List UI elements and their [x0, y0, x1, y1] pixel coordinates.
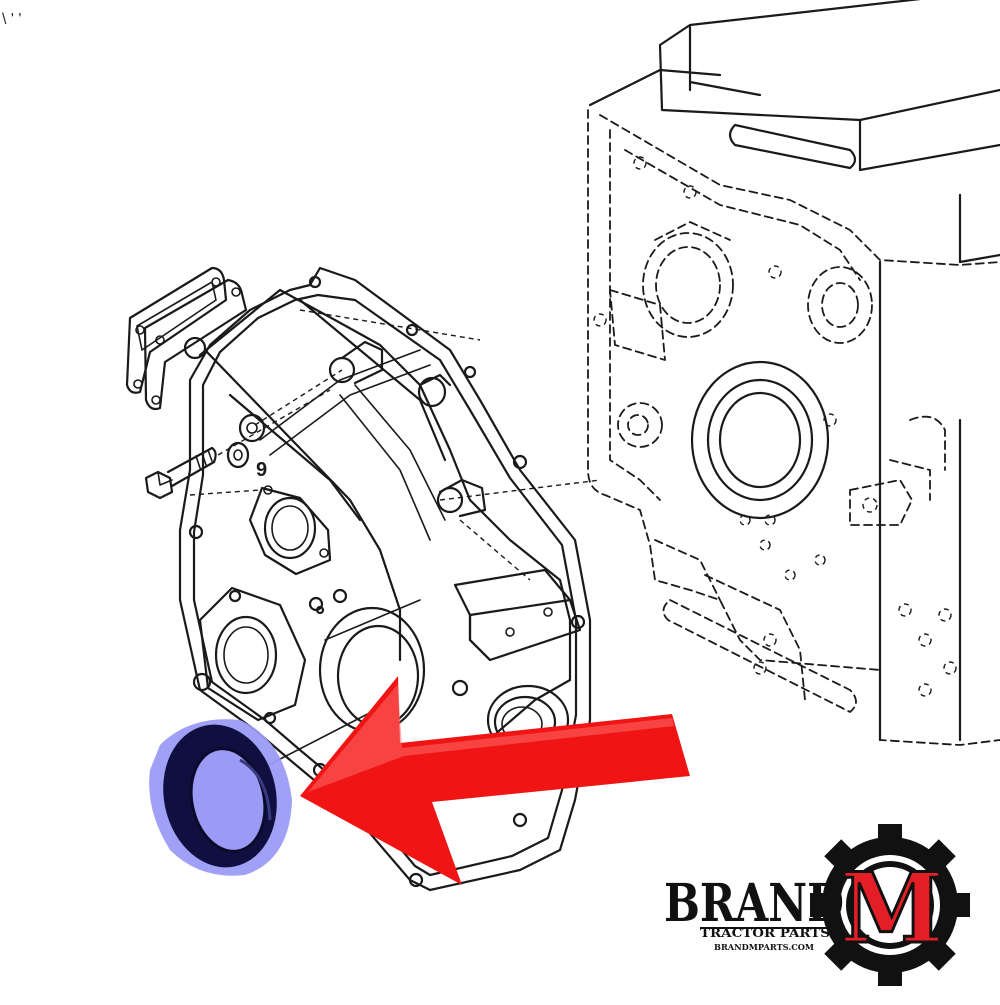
inspection-cover-and-gasket — [125, 266, 248, 411]
arrow-highlight — [308, 684, 674, 792]
bolt-and-washer-assembly: 9 — [144, 389, 331, 500]
gear-icon — [810, 824, 970, 986]
seal-inner-bore — [191, 748, 265, 852]
part-number-9: 9 — [256, 459, 267, 481]
red-pointer-arrow — [300, 676, 690, 885]
corner-mark: \ ' ' — [2, 11, 21, 28]
brand-website: BRANDMPARTS.COM — [714, 943, 815, 953]
brand-letter-m: M — [840, 852, 944, 965]
brand-tagline: TRACTOR PARTS — [700, 926, 830, 940]
tagline-rule — [700, 927, 842, 929]
brand-m-logo: BRAND TRACTOR PARTS BRANDMPARTS.COM M — [664, 824, 970, 986]
highlighted-oil-seal — [149, 719, 292, 876]
engine-block-outline — [587, 0, 1000, 746]
brand-word: BRAND — [664, 873, 844, 934]
